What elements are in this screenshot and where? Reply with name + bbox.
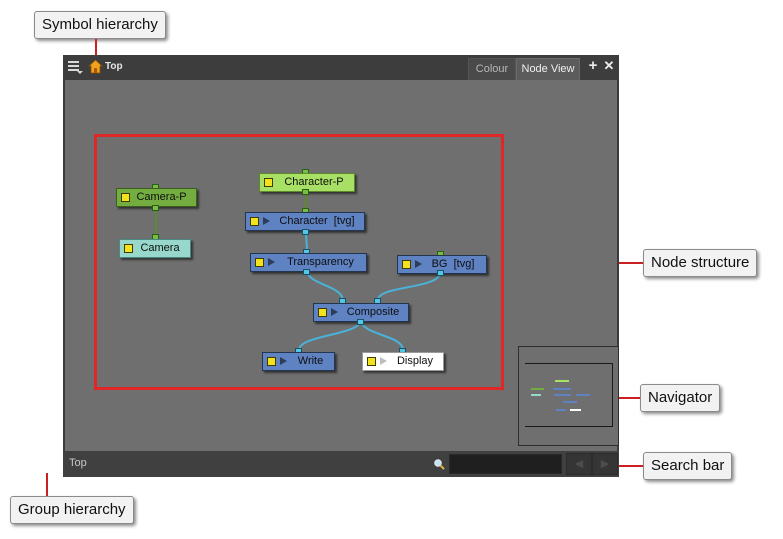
node-character-p[interactable]: Character-P: [259, 173, 355, 192]
port-transparency-out[interactable]: [303, 269, 310, 275]
node-enable-toggle[interactable]: [124, 244, 133, 253]
node-enable-toggle[interactable]: [250, 217, 259, 226]
play-icon: [268, 258, 275, 266]
menu-icon[interactable]: [68, 60, 83, 74]
node-camera-p[interactable]: Camera-P: [116, 188, 197, 207]
callout-symbol-hierarchy: Symbol hierarchy: [34, 11, 166, 39]
callout-search-bar: Search bar: [643, 452, 733, 480]
navigator-thumb: [554, 394, 571, 396]
play-icon: [280, 357, 287, 365]
navigator-thumb: [556, 409, 566, 411]
node-enable-toggle[interactable]: [318, 308, 327, 317]
callout-group-hierarchy: Group hierarchy: [10, 496, 134, 524]
port-composite-out[interactable]: [357, 319, 364, 325]
node-enable-toggle[interactable]: [267, 357, 276, 366]
navigator-thumb: [531, 394, 541, 396]
port-characterp-out[interactable]: [302, 189, 309, 195]
port-character-out[interactable]: [302, 229, 309, 235]
navigator-thumb: [570, 409, 581, 411]
callout-node-structure: Node structure: [643, 249, 758, 277]
chevron-right-icon[interactable]: ▶: [592, 453, 618, 475]
port-camerap-out[interactable]: [152, 205, 159, 211]
tab-colour[interactable]: Colour: [468, 58, 516, 80]
callout-search-bar-leader: [618, 465, 643, 467]
callout-navigator: Navigator: [640, 384, 721, 412]
node-enable-toggle[interactable]: [264, 178, 273, 187]
callout-group-hierarchy-leader: [46, 473, 48, 496]
node-camera[interactable]: Camera: [119, 239, 191, 258]
port-bg-out[interactable]: [437, 270, 444, 276]
node-display[interactable]: Display: [362, 352, 444, 371]
node-enable-toggle[interactable]: [121, 193, 130, 202]
node-canvas[interactable]: Character-P Camera-P Character [tvg] Cam…: [65, 80, 619, 451]
play-icon: [263, 217, 270, 225]
close-icon[interactable]: ✕: [603, 58, 615, 73]
panel-statusbar: Top ◀ ▶: [63, 451, 619, 477]
node-character[interactable]: Character [tvg]: [245, 212, 365, 231]
tab-node-view[interactable]: Node View: [516, 58, 580, 80]
play-icon: [415, 260, 422, 268]
panel-titlebar: Top Colour Node View + ✕: [63, 55, 619, 80]
node-view-panel: Top Colour Node View + ✕ Character-P: [63, 55, 619, 477]
symbol-hierarchy-label[interactable]: Top: [105, 61, 123, 72]
callout-symbol-hierarchy-leader: [95, 39, 97, 56]
callout-navigator-leader: [617, 397, 640, 399]
home-icon[interactable]: [87, 59, 104, 74]
node-enable-toggle[interactable]: [402, 260, 411, 269]
node-enable-toggle[interactable]: [255, 258, 264, 267]
play-icon: [380, 357, 387, 365]
navigator-thumb: [553, 388, 571, 390]
navigator[interactable]: [518, 346, 619, 446]
search-icon[interactable]: [433, 457, 445, 470]
navigator-thumb: [563, 401, 577, 403]
node-write[interactable]: Write: [262, 352, 335, 371]
navigator-viewport[interactable]: [525, 363, 613, 427]
node-enable-toggle[interactable]: [367, 357, 376, 366]
navigator-thumb: [555, 380, 569, 382]
node-bg[interactable]: BG [tvg]: [397, 255, 487, 274]
navigator-thumb: [531, 388, 544, 390]
plus-icon[interactable]: +: [588, 57, 598, 74]
search-input[interactable]: [449, 454, 562, 474]
node-structure-highlight: [94, 134, 504, 390]
chevron-left-icon[interactable]: ◀: [566, 453, 592, 475]
play-icon: [331, 308, 338, 316]
cable-bg-composite: [377, 270, 442, 301]
navigator-thumb: [576, 394, 590, 396]
group-hierarchy-label[interactable]: Top: [69, 457, 87, 469]
